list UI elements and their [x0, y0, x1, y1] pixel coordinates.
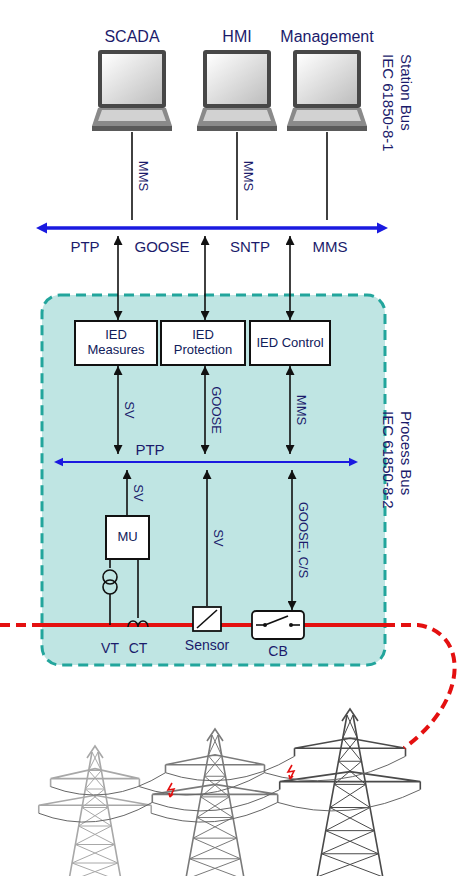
node-text: IED Measures [79, 328, 153, 358]
breaker-icon [250, 610, 306, 640]
node-text: VT [101, 640, 119, 656]
laptop-icon [287, 50, 367, 132]
ied-box: IED Protection [160, 320, 246, 366]
node-text: Sensor [185, 637, 229, 653]
edge-label: GOOSE, C/S [296, 502, 311, 579]
laptop-node: HMI [197, 28, 277, 132]
connector [204, 366, 206, 454]
protocol-label: SNTP [230, 238, 270, 255]
process-region [42, 295, 385, 665]
conductor [265, 756, 406, 780]
bus-label: Station Bus IEC 61850-8-1 [379, 54, 415, 156]
edge-label: MMS [241, 161, 256, 191]
connector [131, 132, 133, 220]
node-text: IED Control [256, 336, 323, 351]
transmission-towers [39, 709, 421, 876]
bus-line [54, 454, 358, 470]
laptop-node: Management [287, 28, 367, 132]
laptop-icon [197, 50, 277, 132]
protocol-label: MMS [313, 238, 348, 255]
connector [117, 236, 119, 320]
node-text: CB [268, 643, 287, 659]
conductor [278, 790, 421, 811]
laptop-node: SCADA [92, 28, 172, 132]
bus-line [36, 220, 388, 236]
connector [291, 470, 293, 610]
connector [137, 560, 139, 600]
vt-symbol: VT [98, 568, 122, 660]
station-label: HMI [222, 28, 251, 46]
bus-node: Process Bus IEC 61850-8-2 [54, 454, 358, 470]
lightning-bolt [288, 765, 294, 779]
ct-icon [126, 600, 150, 636]
conductor [166, 756, 295, 780]
connector [109, 560, 111, 568]
station-label: SCADA [104, 28, 159, 46]
connector [126, 470, 128, 515]
conductor [139, 773, 264, 795]
connector [117, 366, 119, 454]
ied-box: IED Control [249, 320, 331, 366]
tower [280, 709, 421, 876]
node-text: IED Protection [165, 328, 241, 358]
laptop-icon [92, 50, 172, 132]
protocol-label: PTP [135, 441, 164, 458]
edge-label: MMS [294, 395, 309, 425]
ied-box: IED Measures [74, 320, 158, 366]
bus-node: Station Bus IEC 61850-8-1 [36, 220, 388, 236]
tower [152, 729, 277, 876]
sensor-box: Sensor [180, 606, 234, 660]
connector [206, 470, 208, 606]
conductor [151, 802, 277, 822]
bus-label: Process Bus IEC 61850-8-2 [379, 411, 415, 513]
edge-label: SV [122, 401, 137, 418]
ied-box: MU [105, 515, 150, 560]
conductor [51, 773, 166, 795]
edge-label: SV [131, 484, 146, 501]
node-text: CT [129, 640, 148, 656]
power-line-dashed [385, 625, 455, 748]
connector [204, 236, 206, 320]
ct-symbol: CT [126, 600, 150, 660]
power-line-dashed [0, 623, 42, 627]
lightning-bolt [168, 783, 174, 797]
station-label: Management [280, 28, 373, 46]
vt-icon [98, 568, 122, 628]
connector [289, 236, 291, 320]
edge-label: SV [211, 529, 226, 546]
connector [289, 366, 291, 454]
conductor [39, 802, 153, 822]
sensor-icon [180, 606, 234, 632]
connector [326, 132, 328, 220]
protocol-label: PTP [70, 238, 99, 255]
node-text: MU [117, 530, 137, 545]
protocol-label: GOOSE [134, 238, 189, 255]
breaker-box: CB [250, 610, 306, 662]
edge-label: GOOSE [209, 386, 224, 434]
connector [236, 132, 238, 220]
edge-label: MMS [136, 161, 151, 191]
